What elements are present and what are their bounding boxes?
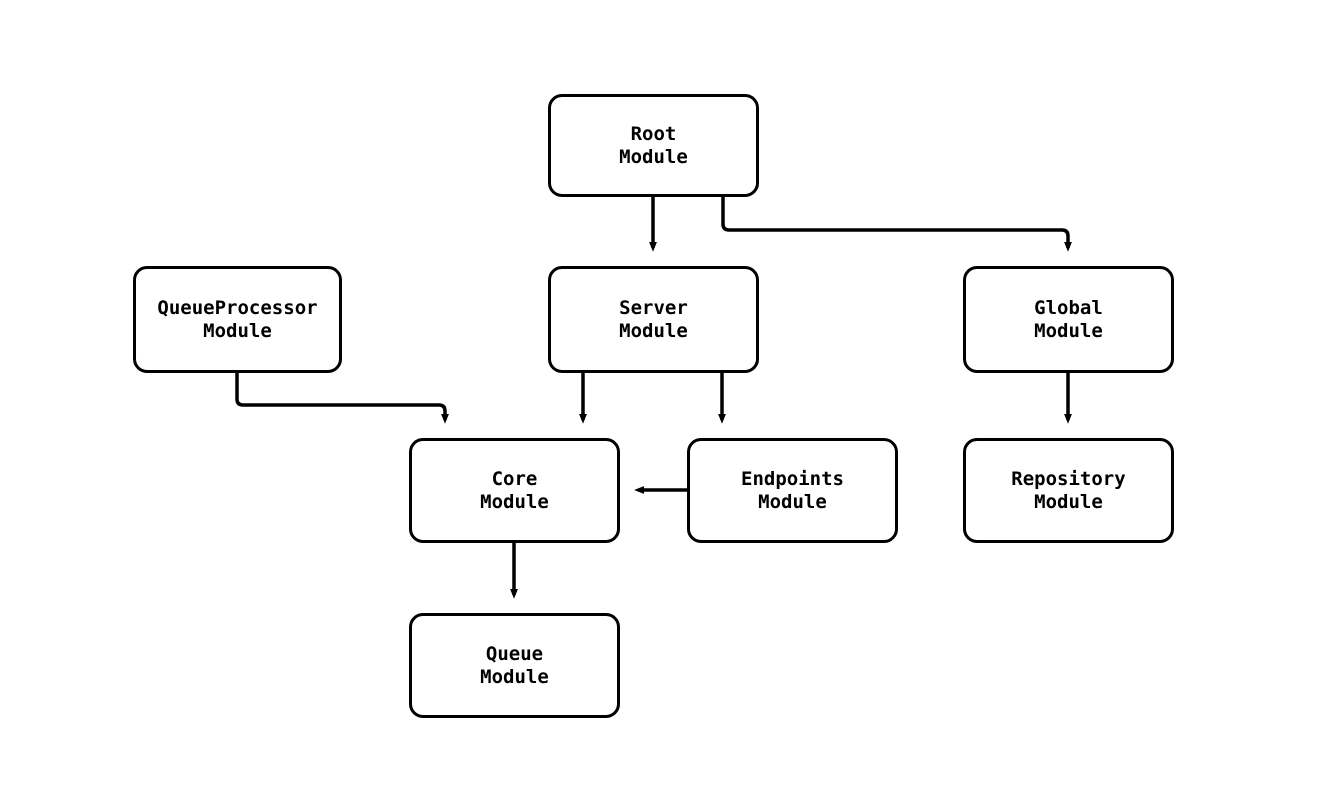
node-queue-module[interactable]: Queue Module (409, 613, 620, 718)
node-global-module[interactable]: Global Module (963, 266, 1174, 373)
node-label-line1: Global (1034, 296, 1103, 319)
node-label-line2: Module (619, 145, 688, 168)
edge-root-global (721, 197, 1072, 252)
node-label-line1: Queue (485, 642, 544, 665)
node-label-line1: Server (619, 296, 688, 319)
node-label-line2: Module (1034, 490, 1103, 513)
node-label-line2: Module (1034, 319, 1103, 342)
node-queueprocessor-module[interactable]: QueueProcessor Module (133, 266, 342, 373)
node-core-module[interactable]: Core Module (409, 438, 620, 543)
node-label-line2: Module (480, 490, 549, 513)
node-root-module[interactable]: Root Module (548, 94, 759, 197)
node-label-line1: QueueProcessor (157, 296, 318, 319)
node-label-line2: Module (480, 665, 549, 688)
node-label-line1: Root (630, 122, 677, 145)
node-label-line2: Module (203, 319, 272, 342)
node-label-line2: Module (619, 319, 688, 342)
node-server-module[interactable]: Server Module (548, 266, 759, 373)
node-label-line2: Module (758, 490, 827, 513)
node-endpoints-module[interactable]: Endpoints Module (687, 438, 898, 543)
node-label-line1: Endpoints (741, 467, 844, 490)
node-repository-module[interactable]: Repository Module (963, 438, 1174, 543)
node-label-line1: Core (491, 467, 538, 490)
node-label-line1: Repository (1011, 467, 1126, 490)
edge-queueprocessor-core (235, 373, 449, 424)
